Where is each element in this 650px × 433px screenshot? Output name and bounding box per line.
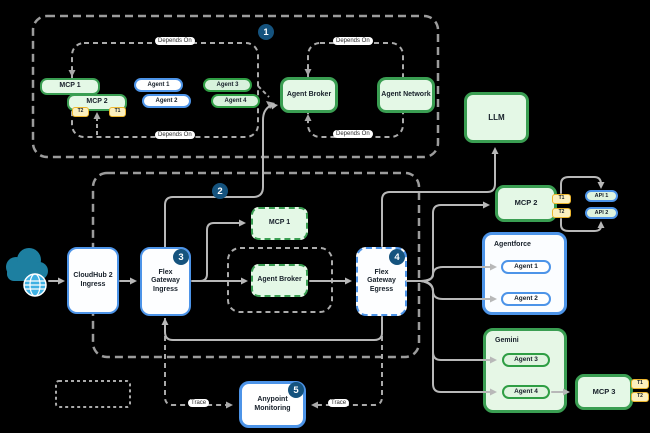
tool-tag-t1-mcp2: T1 bbox=[552, 194, 571, 204]
tool-tag-t2-mcp2: T2 bbox=[552, 208, 571, 218]
node-agent-broker-dashed: Agent Broker bbox=[251, 264, 308, 297]
tool-tag-t1-mcp3: T1 bbox=[631, 379, 649, 389]
tool-tag-t2-mcp3: T2 bbox=[631, 392, 649, 402]
agentforce-title: Agentforce bbox=[494, 241, 531, 248]
depends-on-label-top-left: Depends On bbox=[155, 37, 195, 45]
node-mcp3: MCP 3 bbox=[575, 374, 633, 410]
depends-on-label-top-right: Depends On bbox=[333, 37, 373, 45]
node-agent3-gemini: Agent 3 bbox=[502, 353, 550, 367]
step-badge-3: 3 bbox=[173, 249, 189, 265]
node-cloudhub2-ingress: CloudHub 2 Ingress bbox=[67, 247, 119, 314]
node-agent3-group1: Agent 3 bbox=[203, 78, 252, 92]
depends-on-label-bottom-left: Depends On bbox=[155, 131, 195, 139]
step-badge-4: 4 bbox=[389, 249, 405, 265]
tool-tag-t2-group1: T2 bbox=[72, 107, 89, 117]
tool-tag-t1-group1: T1 bbox=[109, 107, 126, 117]
node-mcp1-dashed: MCP 1 bbox=[251, 207, 308, 240]
depends-on-label-bottom-right: Depends On bbox=[333, 130, 373, 138]
node-api2: API 2 bbox=[585, 207, 618, 219]
step-badge-2: 2 bbox=[212, 183, 228, 199]
step-badge-5: 5 bbox=[288, 382, 304, 398]
node-agent1-agentforce: Agent 1 bbox=[501, 260, 551, 274]
trace-label-right: Trace bbox=[328, 399, 350, 407]
cloud-internet-icon bbox=[2, 246, 52, 298]
trace-label-left: Trace bbox=[188, 399, 210, 407]
node-llm: LLM bbox=[464, 92, 529, 143]
node-agent-broker-group1: Agent Broker bbox=[280, 77, 338, 113]
node-api1: API 1 bbox=[585, 190, 618, 202]
node-agent2-group1: Agent 2 bbox=[142, 94, 191, 108]
node-agent4-group1: Agent 4 bbox=[211, 94, 260, 108]
node-agent-network-group1: Agent Network bbox=[377, 77, 435, 113]
legend-empty-box bbox=[55, 380, 131, 408]
step-badge-1: 1 bbox=[258, 24, 274, 40]
node-mcp1-group1: MCP 1 bbox=[40, 78, 100, 95]
node-agent1-group1: Agent 1 bbox=[134, 78, 183, 92]
node-agent4-gemini: Agent 4 bbox=[502, 385, 550, 399]
gemini-title: Gemini bbox=[495, 337, 519, 344]
node-mcp2: MCP 2 bbox=[495, 185, 557, 222]
node-agent2-agentforce: Agent 2 bbox=[501, 292, 551, 306]
container-gemini: Gemini bbox=[483, 328, 567, 413]
